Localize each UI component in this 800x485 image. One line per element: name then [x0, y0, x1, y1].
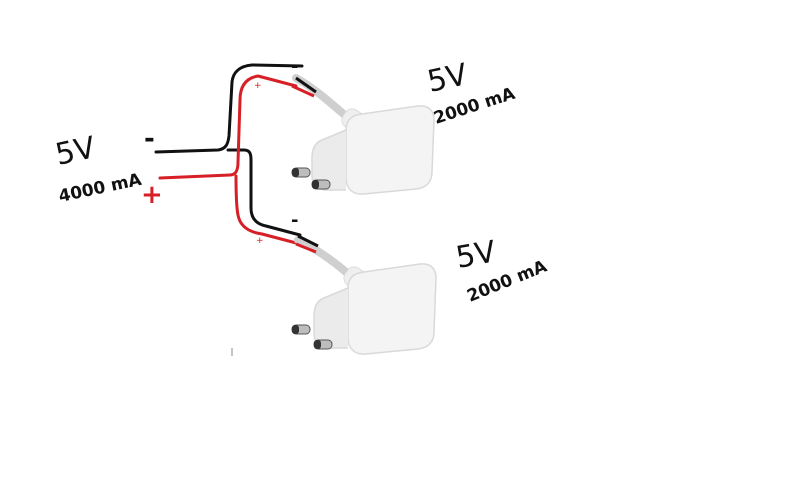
adapter-2-plus-mark: +	[256, 236, 264, 246]
adapter-1-body	[345, 105, 435, 195]
adapter-2-plug-pins-icon	[291, 324, 333, 350]
source-voltage-label: 5V	[52, 130, 98, 173]
adapter-2-negative-sign: -	[291, 210, 298, 231]
adapter-1-voltage-label: 5V	[424, 57, 470, 100]
adapter-1-labels: 5V 2000 mA	[424, 57, 518, 128]
positive-wire-branch	[234, 174, 302, 246]
adapter-1-plug-pins-icon	[291, 167, 331, 190]
adapter-1-negative-sign: -	[291, 56, 298, 77]
positive-wire-main	[158, 74, 298, 180]
adapter-1: + -	[254, 56, 435, 195]
negative-wire-main	[154, 63, 304, 154]
source-negative-sign: -	[144, 124, 155, 154]
negative-wire-branch	[226, 148, 302, 237]
adapter-2-body	[347, 263, 437, 355]
source-positive-sign: +	[141, 180, 163, 210]
adapter-2-labels: 5V 2000 mA	[453, 234, 550, 306]
adapter-1-plus-mark: +	[254, 81, 262, 91]
source-current-label: 4000 mA	[57, 170, 144, 207]
source-labels: 5V 4000 mA - +	[52, 124, 162, 210]
adapter-2: + -	[256, 210, 437, 355]
adapter-2-voltage-label: 5V	[453, 234, 499, 275]
wires	[154, 63, 304, 246]
